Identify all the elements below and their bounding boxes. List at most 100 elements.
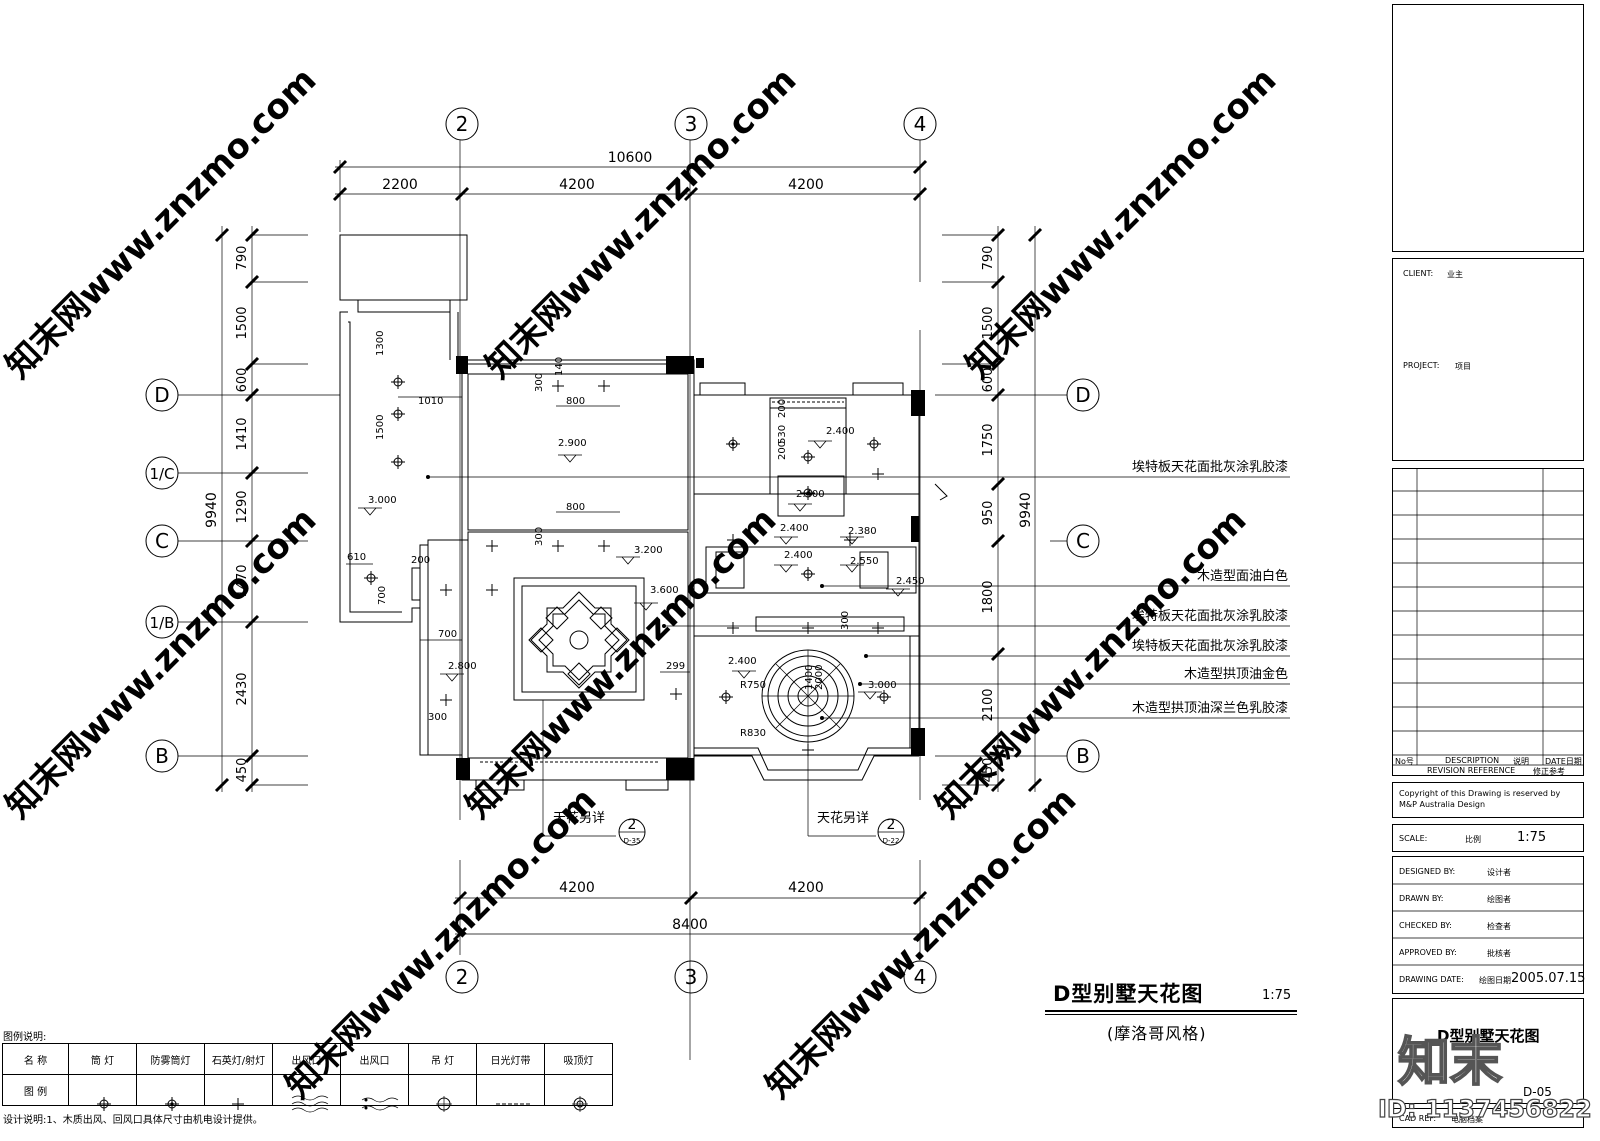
dim-label: 140 xyxy=(554,357,565,376)
detail-ref-num: 2 xyxy=(628,817,637,833)
dim-label: 800 xyxy=(566,502,585,513)
designed-value: 设计者 xyxy=(1487,868,1511,877)
image-id: ID: 1137456822 xyxy=(1377,1094,1592,1123)
grid-label: 4 xyxy=(914,965,927,989)
grid-bubble xyxy=(445,960,479,994)
dim-label: 1400 xyxy=(804,665,815,690)
height-label: 2.400 xyxy=(780,523,809,534)
spotlight-icon xyxy=(204,1074,273,1106)
client-label: CLIENT: xyxy=(1403,269,1434,278)
brand-watermark: 知末 xyxy=(1397,1032,1503,1094)
detail-ref-text: 天花另详 xyxy=(817,810,869,826)
dim-label: 1010 xyxy=(418,396,443,407)
dim-right-total: 9940 xyxy=(1018,492,1034,528)
dim-top-seg: 4200 xyxy=(788,177,824,193)
floor-plan xyxy=(339,234,948,791)
scale-cn: 比例 xyxy=(1465,835,1481,844)
dim-label: 200 xyxy=(411,555,430,566)
detail-ref-num: 2 xyxy=(887,817,896,833)
callouts: 埃特板天花面批灰涂乳胶漆 木造型面油白色 埃特板天花面批灰涂乳胶漆 埃特板天花面… xyxy=(426,459,1290,720)
rev-ref: REVISION REFERENCE xyxy=(1427,766,1516,775)
legend-cell: 吸顶灯 xyxy=(544,1043,613,1075)
grid-bubble xyxy=(674,107,708,141)
legend-symbol-row: 图 例 xyxy=(2,1074,613,1106)
drawing-title: D型别墅天花图 xyxy=(1053,982,1204,1006)
height-label: 2.900 xyxy=(558,438,587,449)
dim-label: R830 xyxy=(740,728,766,739)
cad-box: CAD REF: 电脑档案 xyxy=(1392,1108,1584,1128)
detail-ref-sheet: D-22 xyxy=(883,837,900,845)
checked-value: 检查者 xyxy=(1487,922,1511,931)
approved-value: 批核者 xyxy=(1487,949,1511,958)
grid-label: 1/C xyxy=(149,465,174,483)
dim-right-seg: 790 xyxy=(981,246,996,271)
design-note: 设计说明:1、木质出风、回风口具体尺寸由机电设计提供。 xyxy=(3,1115,263,1126)
dim-label: 700 xyxy=(438,629,457,640)
grid-bubble xyxy=(145,739,179,773)
drawing-subtitle: (摩洛哥风格) xyxy=(1107,1024,1207,1043)
dim-label: 300 xyxy=(428,712,447,723)
rev-no-header: No号 xyxy=(1395,757,1414,766)
detail-ref-text: 天花另详 xyxy=(553,810,605,826)
dim-top-seg: 4200 xyxy=(559,177,595,193)
dim-right-seg: 1500 xyxy=(981,306,996,339)
dim-label: 300 xyxy=(534,373,545,392)
designed-label: DESIGNED BY: xyxy=(1399,867,1456,876)
title-underline xyxy=(1045,1010,1297,1012)
project-value: 项目 xyxy=(1455,362,1471,371)
legend-cell: 名 称 xyxy=(2,1043,69,1075)
dim-top-total: 10600 xyxy=(608,150,653,166)
legend-cell: 日光灯带 xyxy=(476,1043,545,1075)
scale-value: 1:75 xyxy=(1517,830,1547,845)
dim-label: 2000 xyxy=(814,665,825,690)
grid-label: D xyxy=(1075,383,1090,407)
dim-left-seg: 2430 xyxy=(235,672,250,705)
detail-references: 天花另详 2 D-35 天花另详 2 D-22 xyxy=(542,700,905,846)
client-box: CLIENT: 业主 PROJECT: 项目 xyxy=(1392,258,1584,461)
copyright-line: Copyright of this Drawing is reserved by xyxy=(1399,789,1561,798)
rev-ref-cn: 修正参考 xyxy=(1533,767,1565,776)
legend-cell: 吊 灯 xyxy=(408,1043,477,1075)
grid-label: 3 xyxy=(685,965,698,989)
logo-box xyxy=(1392,4,1584,252)
grid-label: D xyxy=(154,383,169,407)
height-label: 2.450 xyxy=(896,576,925,587)
dim-left-seg: 1470 xyxy=(235,564,250,597)
dim-label: 530 xyxy=(777,425,788,444)
grid-axes: 2 3 4 2 3 4 D 1/C C 1/B B D C xyxy=(145,107,1100,1060)
height-label: 3.600 xyxy=(650,585,679,596)
callout-text: 木造型拱顶油金色 xyxy=(1184,666,1288,682)
air-outlet-icon xyxy=(272,1074,341,1106)
sheet-title: D型别墅天花图 xyxy=(1437,1027,1540,1045)
cad-value: 电脑档案 xyxy=(1451,1115,1483,1124)
callout-text: 埃特板天花面批灰涂乳胶漆 xyxy=(1132,608,1288,624)
watermark-text: 知末网www.znzmo.com xyxy=(478,60,804,386)
grid-label: 1/B xyxy=(150,614,175,632)
watermark-text: 知末网www.znzmo.com xyxy=(0,60,324,386)
callout-text: 木造型面油白色 xyxy=(1197,568,1288,584)
downlight-icon xyxy=(68,1074,137,1106)
height-label: 2.400 xyxy=(796,489,825,500)
dim-right-seg: 1800 xyxy=(981,580,996,613)
legend-table: 名 称 筒 灯 防雾筒灯 石英灯/射灯 出风口 出风口 吊 灯 日光灯带 吸顶灯… xyxy=(2,1043,613,1106)
grid-bubble xyxy=(145,456,179,490)
grid-label: 4 xyxy=(914,112,927,136)
title-block: CLIENT: 业主 PROJECT: 项目 No号 DESCRIPTION 说… xyxy=(1392,4,1586,1140)
dim-label: 1300 xyxy=(375,331,386,356)
approved-label: APPROVED BY: xyxy=(1399,948,1457,957)
dim-right-seg: 950 xyxy=(981,501,996,526)
watermark-text: 知末网www.znzmo.com xyxy=(758,780,1084,1106)
height-label: 2.380 xyxy=(848,526,877,537)
dim-label: 700 xyxy=(377,586,388,605)
legend-cell: 防雾筒灯 xyxy=(136,1043,205,1075)
air-outlet-icon xyxy=(340,1074,409,1106)
detail-ref-sheet: D-35 xyxy=(624,837,641,845)
legend-cell: 筒 灯 xyxy=(68,1043,137,1075)
dim-left-total: 9940 xyxy=(204,492,220,528)
checked-label: CHECKED BY: xyxy=(1399,921,1452,930)
grid-label: B xyxy=(1076,744,1090,768)
grid-label: C xyxy=(1076,529,1090,553)
dim-right-seg: 1750 xyxy=(981,423,996,456)
grid-label: 2 xyxy=(456,112,469,136)
